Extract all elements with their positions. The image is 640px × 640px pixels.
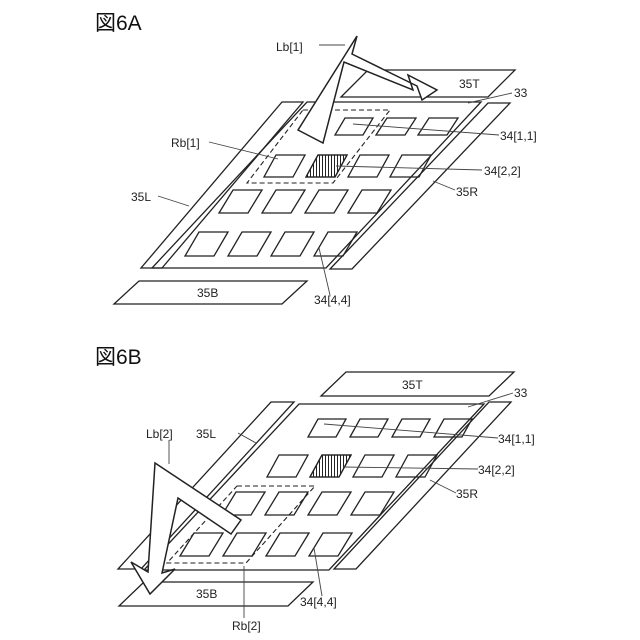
pad xyxy=(264,155,305,177)
panel-33 xyxy=(144,404,484,570)
pad xyxy=(348,190,391,213)
leader-34-1-1 xyxy=(353,124,499,135)
pad xyxy=(185,232,228,256)
pad xyxy=(266,533,309,556)
figure-6b-title: 図6B xyxy=(95,346,142,369)
pad xyxy=(308,492,351,515)
label-rb1: Rb[1] xyxy=(171,136,200,150)
label-34-1-1: 34[1,1] xyxy=(500,129,537,143)
label-33: 33 xyxy=(514,86,528,100)
label-33: 33 xyxy=(514,386,528,400)
pad xyxy=(262,190,305,213)
label-lb2: Lb[2] xyxy=(146,427,173,441)
pad xyxy=(353,455,394,477)
leader-35l xyxy=(158,196,189,206)
pad xyxy=(305,190,348,213)
label-34-2-2: 34[2,2] xyxy=(484,164,521,178)
pad xyxy=(267,455,308,477)
leader-35r xyxy=(430,480,456,493)
label-35t: 35T xyxy=(402,378,423,392)
label-34-2-2: 34[2,2] xyxy=(478,463,515,477)
label-34-4-4: 34[4,4] xyxy=(300,595,337,609)
pad xyxy=(392,419,430,437)
figure-6b: 図6B xyxy=(95,346,535,633)
label-35l: 35L xyxy=(196,427,216,441)
figure-6a-title: 図6A xyxy=(95,12,142,35)
label-34-1-1: 34[1,1] xyxy=(498,432,535,446)
label-35b: 35B xyxy=(196,587,217,601)
leader-34-4-4 xyxy=(314,548,322,596)
pad xyxy=(228,232,271,256)
leader-34-2-2 xyxy=(336,166,482,170)
figure-6a: 図6A xyxy=(95,12,537,307)
label-34-4-4: 34[4,4] xyxy=(314,293,351,307)
pad xyxy=(308,419,346,437)
pad xyxy=(390,155,431,177)
label-35b: 35B xyxy=(197,286,218,300)
label-35t: 35T xyxy=(459,77,480,91)
pad xyxy=(223,533,266,556)
pad xyxy=(348,155,389,177)
arrow-lb2 xyxy=(131,463,241,594)
leader-35r xyxy=(433,181,455,190)
label-rb2: Rb[2] xyxy=(232,619,261,633)
label-35l: 35L xyxy=(131,190,151,204)
label-lb1: Lb[1] xyxy=(276,40,303,54)
leader-35l xyxy=(238,433,256,443)
label-35r: 35R xyxy=(456,185,478,199)
pad-grid xyxy=(180,419,472,556)
pad xyxy=(271,232,314,256)
pad-34-2-2-hatched xyxy=(310,455,351,477)
pad xyxy=(396,455,437,477)
pad xyxy=(335,118,373,135)
electrode-35r xyxy=(330,103,510,269)
leader-34-2-2 xyxy=(343,467,478,469)
leader-34-4-4 xyxy=(319,248,330,295)
label-35r: 35R xyxy=(456,487,478,501)
pad xyxy=(180,533,223,556)
pad xyxy=(265,492,308,515)
